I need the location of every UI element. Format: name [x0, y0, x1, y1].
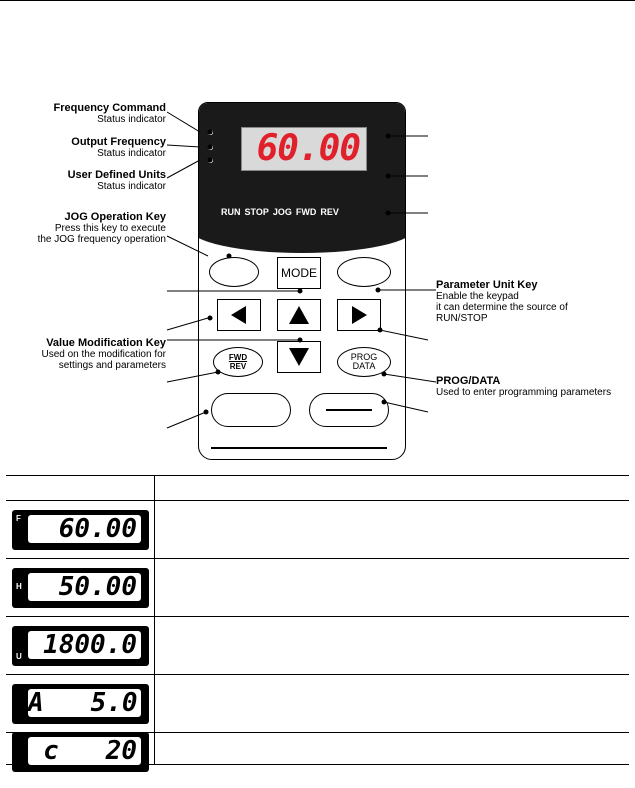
fwd-label: FWD: [228, 353, 248, 362]
lcd-display: F 60.00: [12, 510, 149, 550]
panel-bottom-line: [211, 447, 387, 449]
left-arrow-icon: [231, 306, 246, 324]
lcd-display: A 5.0: [12, 684, 149, 724]
table-row: c 20: [6, 732, 629, 772]
freq-command-led: [208, 130, 213, 135]
mode-key-label: MODE: [281, 266, 317, 280]
table-row: A 5.0: [6, 675, 629, 733]
keypad-panel: 60.00 RUN STOP JOG FWD REV MODE FWD REV …: [198, 102, 406, 460]
leader-output-freq: [166, 144, 201, 148]
lcd-tag: F: [16, 514, 21, 523]
prog-data-text: PROG DATA: [351, 353, 378, 371]
output-freq-led: [208, 145, 213, 150]
lcd-display: c 20: [12, 732, 149, 772]
left-arrow-key[interactable]: [217, 299, 261, 331]
prog-data-key[interactable]: PROG DATA: [337, 347, 391, 377]
lcd-value: c 20: [43, 736, 137, 766]
lcd-tag: H: [16, 582, 22, 591]
right-arrow-icon: [352, 306, 367, 324]
leader-user-units: [166, 159, 201, 179]
lcd-value: 1800.0: [43, 630, 137, 660]
lcd-value: A 5.0: [28, 688, 138, 718]
up-arrow-icon: [289, 306, 309, 324]
stop-reset-key[interactable]: [309, 393, 389, 427]
display-value: 60.00: [256, 128, 361, 169]
table-header: [6, 476, 629, 501]
led-run: RUN: [221, 207, 241, 217]
run-key[interactable]: [211, 393, 291, 427]
up-arrow-key[interactable]: [277, 299, 321, 331]
lcd-value: 60.00: [58, 514, 137, 544]
jog-key[interactable]: [209, 257, 259, 287]
led-fwd: FWD: [295, 207, 317, 217]
rev-label: REV: [229, 362, 247, 371]
table-row: H 50.00: [6, 559, 629, 617]
down-arrow-key[interactable]: [277, 341, 321, 373]
user-units-led: [208, 158, 213, 163]
prog-label: PROG: [350, 352, 378, 362]
parameter-unit-key[interactable]: [337, 257, 391, 287]
data-label: DATA: [352, 361, 376, 371]
right-arrow-key[interactable]: [337, 299, 381, 331]
top-rule: [0, 0, 635, 1]
seven-segment-display: 60.00: [241, 127, 367, 171]
fwd-rev-key[interactable]: FWD REV: [213, 347, 263, 377]
led-rev: REV: [320, 207, 339, 217]
down-arrow-icon: [289, 348, 309, 366]
lcd-value: 50.00: [58, 572, 137, 602]
lcd-display: H 50.00: [12, 568, 149, 608]
fwd-rev-text: FWD REV: [229, 353, 247, 371]
mode-key[interactable]: MODE: [277, 257, 321, 289]
lcd-display: U 1800.0: [12, 626, 149, 666]
led-jog: JOG: [272, 207, 292, 217]
table-row: F 60.00: [6, 501, 629, 559]
lcd-tag: U: [16, 652, 22, 661]
stop-key-bar: [326, 409, 372, 411]
leader-freq-command: [166, 111, 201, 133]
led-stop: STOP: [244, 207, 269, 217]
display-message-table: F 60.00 H 50.00 U 1800.0 A 5.0 c 20: [6, 475, 629, 772]
table-row: U 1800.0: [6, 617, 629, 675]
table-divider: [154, 476, 155, 764]
status-led-row: RUN STOP JOG FWD REV: [221, 207, 339, 217]
